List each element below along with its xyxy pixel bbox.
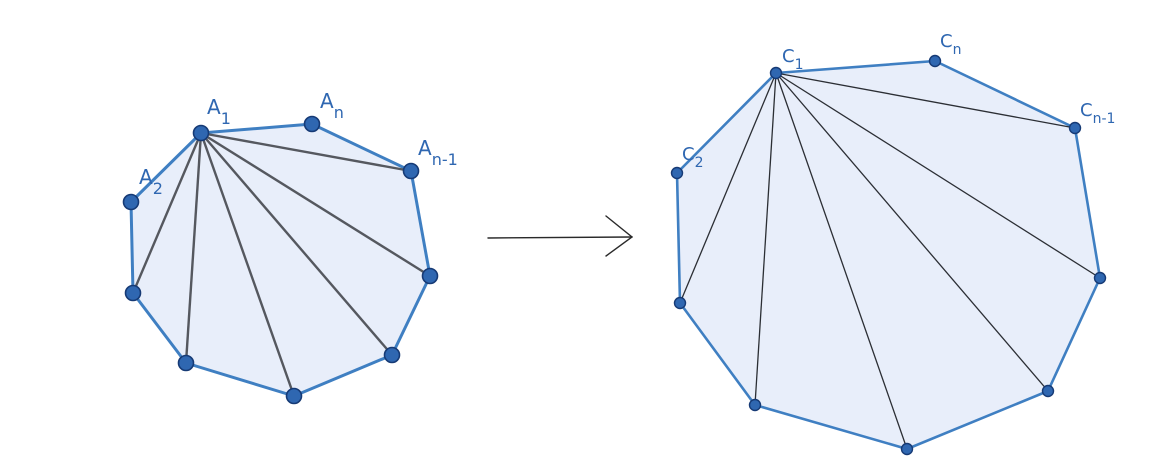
vertex-an — [303, 115, 321, 133]
diagonal-a1-a6 — [200, 132, 393, 356]
diagonal-a1-a3 — [131, 132, 203, 294]
vertex-a5 — [285, 387, 303, 405]
label-cn-1: Cn-1 — [1080, 100, 1115, 127]
vertex-a1 — [192, 124, 210, 142]
polygon-a-shape — [129, 122, 432, 398]
label-a1: A1 — [207, 95, 231, 128]
diagonal-c1-c3 — [679, 72, 777, 304]
diagonal-c1-cn-1 — [775, 72, 1076, 129]
vertex-c3 — [673, 296, 687, 310]
vertex-c5 — [900, 442, 914, 456]
vertex-c2 — [670, 166, 684, 180]
polygon-a: A1 An An-1 A2 — [122, 89, 458, 405]
label-a2: A2 — [139, 165, 163, 198]
polygon-c-vertices — [670, 54, 1107, 456]
diagonal-c1-c4 — [754, 72, 777, 406]
vertex-c4 — [748, 398, 762, 412]
diagonal-a1-an-1 — [200, 131, 412, 173]
vertex-a2 — [122, 193, 140, 211]
diagonal-a1-a5 — [199, 132, 296, 397]
polygon-c: C1 Cn Cn-1 C2 — [670, 31, 1115, 456]
vertex-cn — [928, 54, 942, 68]
vertex-a3 — [124, 284, 142, 302]
diagonal-a1-a4 — [184, 132, 203, 364]
polygon-c-diagonals — [679, 72, 1101, 450]
polygon-a-vertices — [122, 115, 439, 405]
label-cn: Cn — [940, 31, 961, 58]
right-arrow-icon — [487, 215, 634, 257]
diagonal-c1-c6 — [775, 72, 1049, 392]
vertex-an-1 — [402, 162, 420, 180]
label-an-1: An-1 — [418, 136, 458, 169]
vertex-a7 — [421, 267, 439, 285]
diagonal-c1-c5 — [775, 72, 908, 450]
vertex-a4 — [177, 354, 195, 372]
polygon-c-labels: C1 Cn Cn-1 C2 — [682, 31, 1115, 171]
polygon-a-labels: A1 An An-1 A2 — [139, 89, 458, 198]
label-c1: C1 — [782, 46, 804, 73]
vertex-cn-1 — [1068, 121, 1082, 135]
polygon-a-diagonals — [131, 131, 431, 397]
vertex-c1 — [769, 66, 783, 80]
diagonal-c1-c7 — [775, 72, 1101, 279]
vertex-c7 — [1093, 271, 1107, 285]
label-c2: C2 — [682, 144, 704, 171]
vertex-a6 — [383, 346, 401, 364]
diagonal-a1-a7 — [200, 131, 431, 278]
label-an: An — [320, 89, 344, 122]
polygon-c-shape — [675, 59, 1102, 451]
vertex-c6 — [1041, 384, 1055, 398]
